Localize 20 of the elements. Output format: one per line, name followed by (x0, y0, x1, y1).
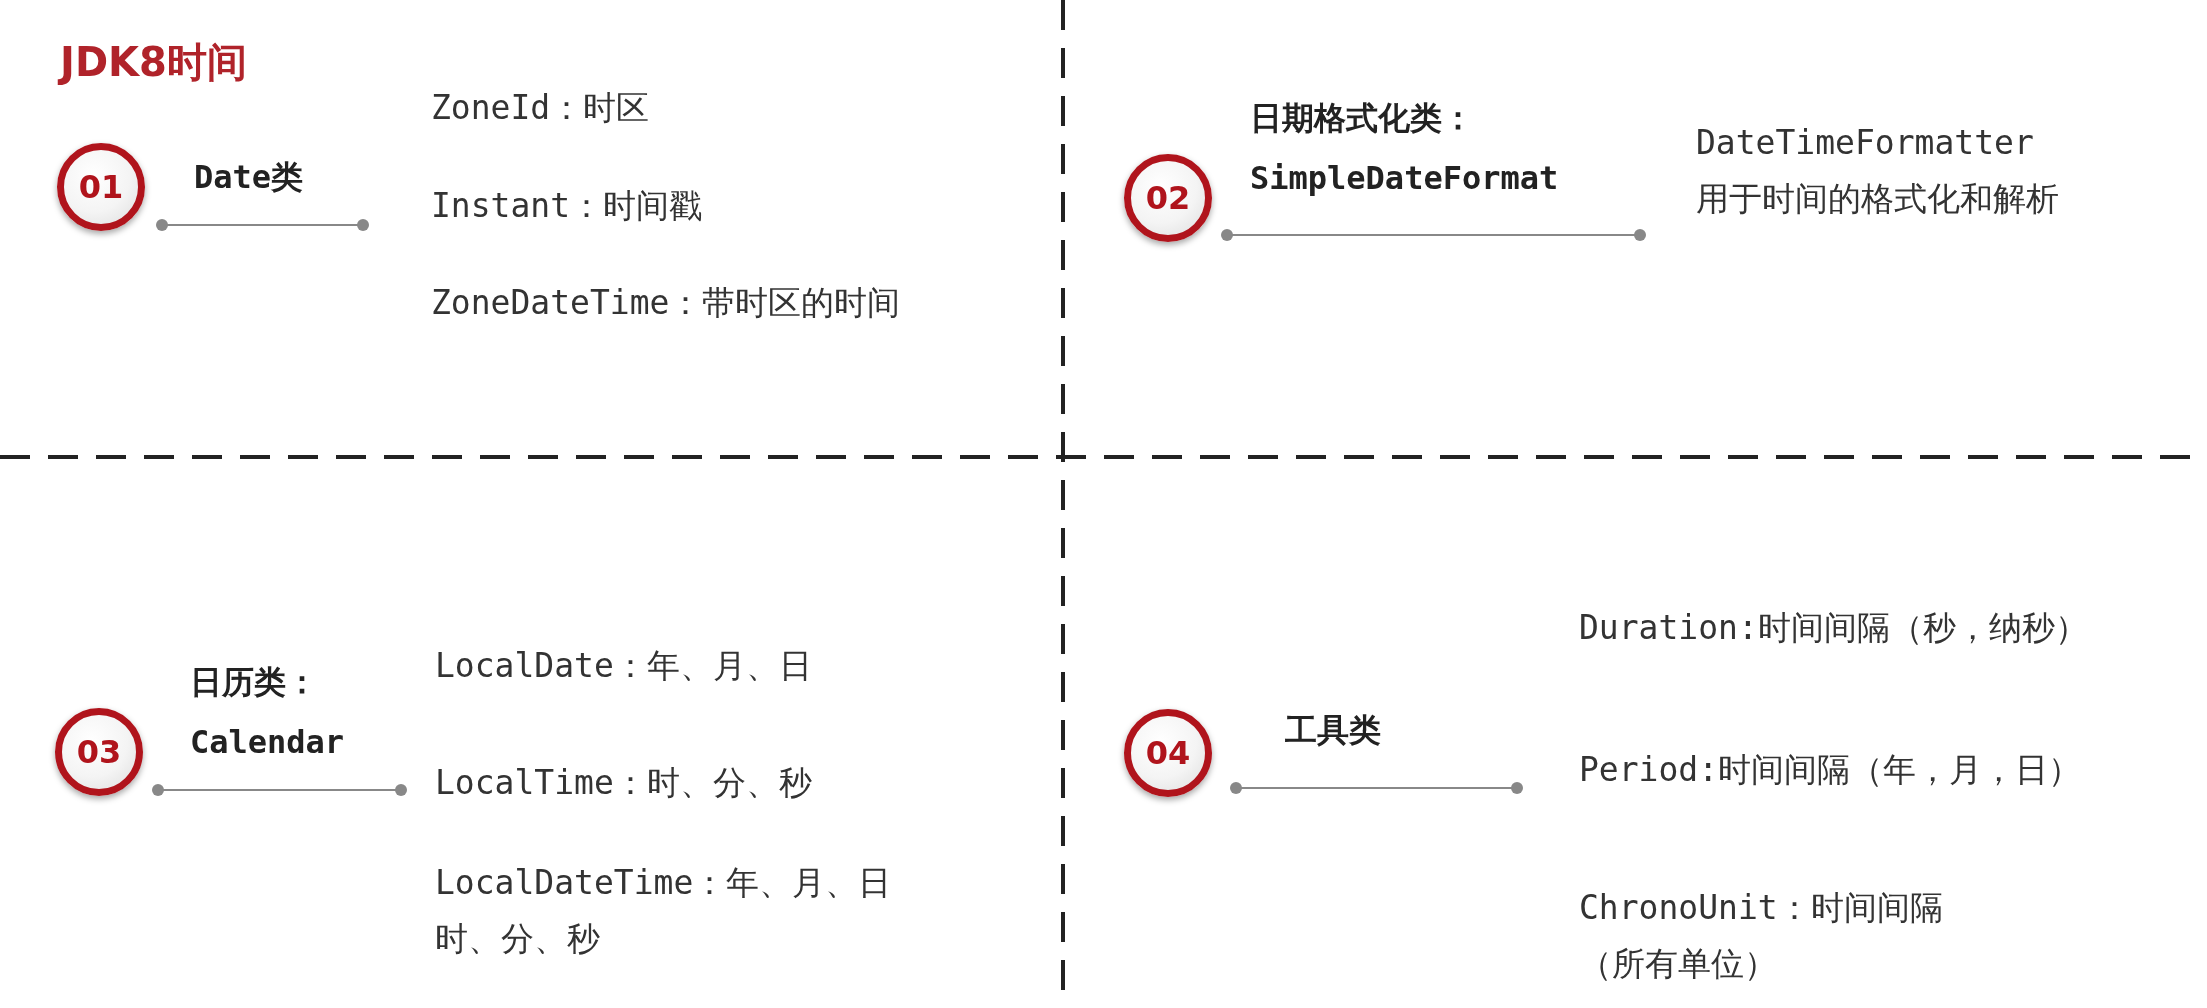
list-item: Instant：时间戳 (431, 185, 704, 227)
number-badge: 02 (1124, 154, 1212, 242)
list-item: LocalDate：年、月、日 (435, 645, 813, 687)
heading: 工具类 (1285, 710, 1381, 751)
list-item: ChronoUnit：时间间隔（所有单位） (1579, 887, 1944, 986)
number-badge: 04 (1124, 709, 1212, 797)
list-item: LocalDateTime：年、月、日时、分、秒 (435, 862, 893, 961)
heading: 日期格式化类： (1250, 98, 1474, 139)
list-item: LocalTime：时、分、秒 (435, 762, 813, 804)
heading: Date类 (194, 157, 304, 198)
list-item: ZoneDateTime：带时区的时间 (431, 282, 902, 324)
list-item: Duration:时间间隔（秒，纳秒） (1579, 607, 2089, 649)
list-item: ZoneId：时区 (431, 87, 651, 129)
number-badge: 03 (55, 708, 143, 796)
heading: 日历类： (190, 662, 318, 703)
heading: Calendar (190, 722, 345, 763)
number-badge: 01 (57, 143, 145, 231)
list-item: Period:时间间隔（年，月，日） (1579, 749, 2083, 791)
heading: SimpleDateFormat (1250, 158, 1559, 199)
list-item: DateTimeFormatter 用于时间的格式化和解析 (1696, 122, 2060, 221)
